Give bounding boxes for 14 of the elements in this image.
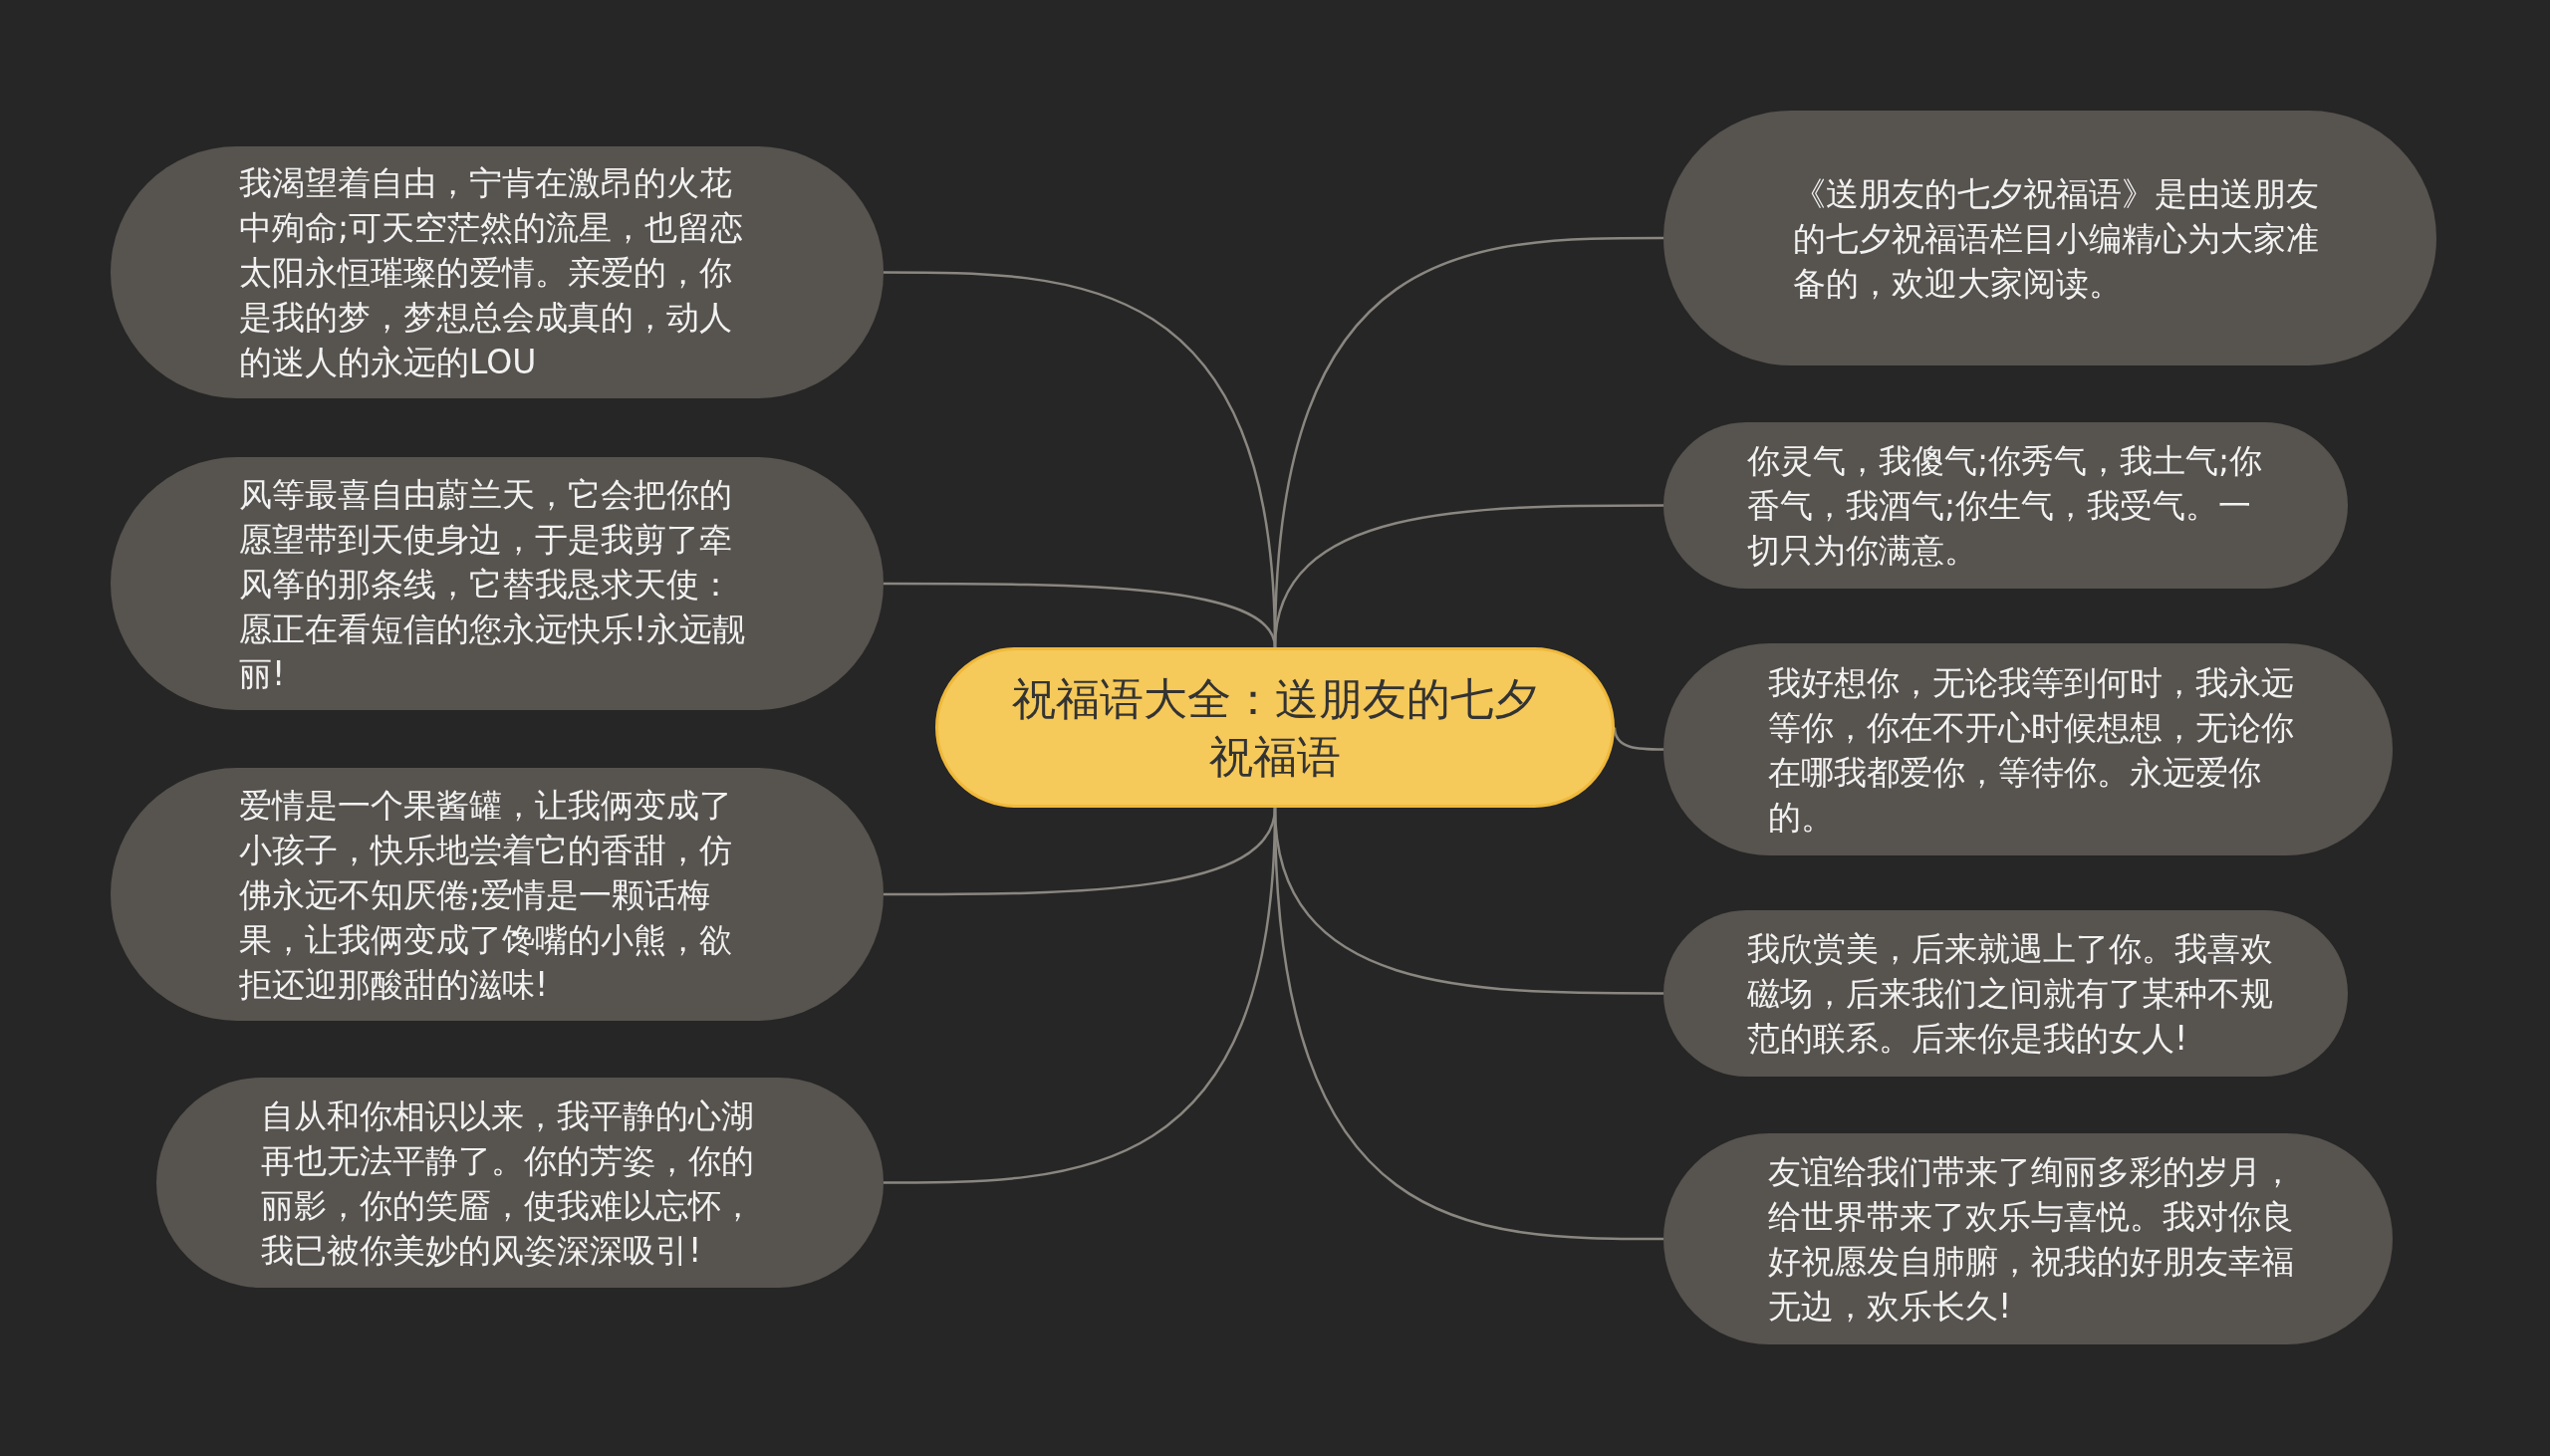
- message-bubble: 我渴望着自由，宁肯在激昂的火花中殉命;可天空茫然的流星，也留恋太阳永恒璀璨的爱情。亲爱的，你是我的梦，梦想总会成真的，动人的迷人的永远的LOU: [111, 146, 884, 398]
- message-bubble: 我欣赏美，后来就遇上了你。我喜欢磁场，后来我们之间就有了某种不规范的联系。后来你是我的女人!: [1663, 910, 2348, 1077]
- connector-line: [1613, 727, 1663, 751]
- message-bubble: 友谊给我们带来了绚丽多彩的岁月，给世界带来了欢乐与喜悦。我对你良好祝愿发自肺腑，祝我的好朋友幸福无边，欢乐长久!: [1663, 1133, 2393, 1344]
- connector-line: [1273, 504, 1663, 648]
- message-bubble: 我好想你，无论我等到何时，我永远等你，你在不开心时候想想，无论你在哪我都爱你，等待你。永远爱你的。: [1663, 643, 2393, 855]
- central-topic-bubble: 祝福语大全：送朋友的七夕祝福语: [935, 647, 1615, 808]
- message-bubble: 你灵气，我傻气;你秀气，我土气;你香气，我酒气;你生气，我受气。一切只为你满意。: [1663, 422, 2348, 589]
- message-bubble: 《送朋友的七夕祝福语》是由送朋友的七夕祝福语栏目小编精心为大家准备的，欢迎大家阅读。: [1663, 111, 2436, 365]
- message-bubble: 自从和你相识以来，我平静的心湖再也无法平静了。你的芳姿，你的丽影，你的笑靥，使我难以忘怀，我已被你美妙的风姿深深吸引!: [156, 1078, 884, 1288]
- message-bubble: 风等最喜自由蔚兰天，它会把你的愿望带到天使身边，于是我剪了牵风筝的那条线，它替我恳求天使：愿正在看短信的您永远快乐!永远靓丽!: [111, 457, 884, 710]
- connector-line: [884, 582, 1277, 648]
- connector-line: [1273, 807, 1663, 1241]
- message-bubble: 爱情是一个果酱罐，让我俩变成了小孩子，快乐地尝着它的香甜，仿佛永远不知厌倦;爱情是一颗话梅果，让我俩变成了馋嘴的小熊，欲拒还迎那酸甜的滋味!: [111, 768, 884, 1021]
